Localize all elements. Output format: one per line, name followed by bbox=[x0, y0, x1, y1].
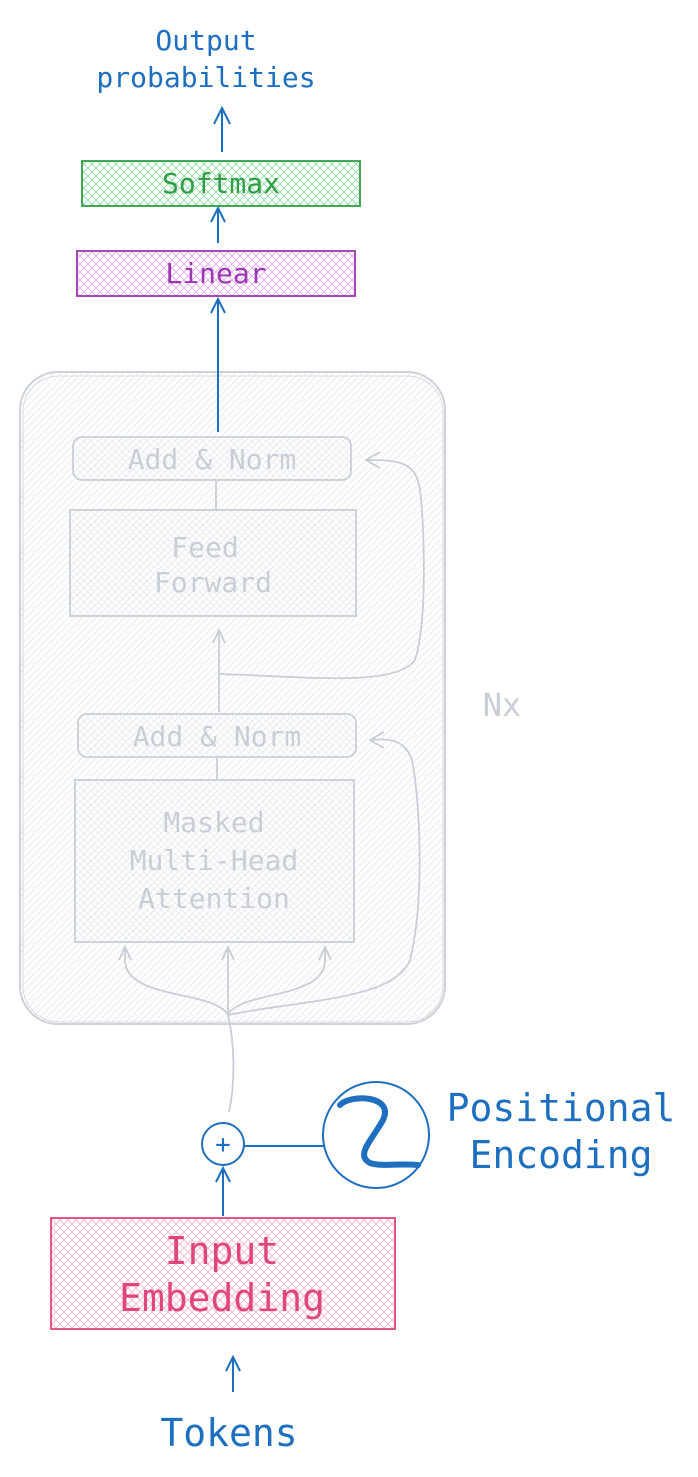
sine-wave-icon bbox=[337, 1095, 421, 1168]
residual-connection-top bbox=[218, 451, 425, 680]
input-embedding-label-line2: Embedding bbox=[119, 1276, 325, 1320]
positional-encoding-node bbox=[322, 1081, 430, 1189]
add-norm-top-label: Add & Norm bbox=[128, 443, 297, 476]
positional-encoding-label-line2: Encoding bbox=[469, 1133, 652, 1177]
feed-forward-label-line2: Forward bbox=[154, 566, 272, 599]
output-label-line1: Output bbox=[155, 24, 256, 57]
arrow-softmax-to-output bbox=[213, 105, 231, 152]
attention-input-arrows bbox=[118, 944, 332, 1016]
residual-connection-bottom bbox=[227, 731, 421, 1016]
feed-forward-box: Feed Forward bbox=[69, 509, 357, 617]
positional-encoding-label-line1: Positional bbox=[447, 1086, 676, 1130]
linear-box: Linear bbox=[76, 250, 356, 297]
plus-symbol: + bbox=[215, 1130, 231, 1160]
add-norm-bottom-label: Add & Norm bbox=[133, 720, 302, 753]
tokens-label: Tokens bbox=[160, 1411, 297, 1455]
add-norm-bottom-box: Add & Norm bbox=[77, 713, 357, 758]
masked-multi-head-attention-box: Masked Multi-Head Attention bbox=[74, 779, 355, 943]
output-label-line2: probabilities bbox=[96, 61, 315, 94]
softmax-label: Softmax bbox=[162, 167, 280, 200]
arrow-tokens-to-embedding bbox=[225, 1354, 241, 1392]
softmax-box: Softmax bbox=[81, 160, 361, 207]
input-embedding-box: Input Embedding bbox=[50, 1217, 396, 1330]
attention-label-line1: Masked bbox=[163, 806, 264, 839]
arrow-embedding-to-plus bbox=[215, 1165, 231, 1216]
add-norm-top-box: Add & Norm bbox=[72, 436, 352, 481]
attention-label-line3: Attention bbox=[138, 882, 290, 915]
arrow-linear-to-softmax bbox=[210, 205, 226, 243]
arrow-decoder-to-linear bbox=[210, 296, 226, 432]
line-plus-to-block bbox=[227, 1014, 235, 1113]
arrow-into-feed-forward bbox=[212, 627, 226, 712]
feed-forward-label-line1: Feed bbox=[171, 531, 238, 564]
attention-label-line2: Multi-Head bbox=[130, 844, 299, 877]
repeat-nx-label: Nx bbox=[483, 686, 522, 724]
add-node: + bbox=[201, 1122, 245, 1166]
linear-label: Linear bbox=[165, 257, 266, 290]
input-embedding-label-line1: Input bbox=[165, 1229, 279, 1273]
